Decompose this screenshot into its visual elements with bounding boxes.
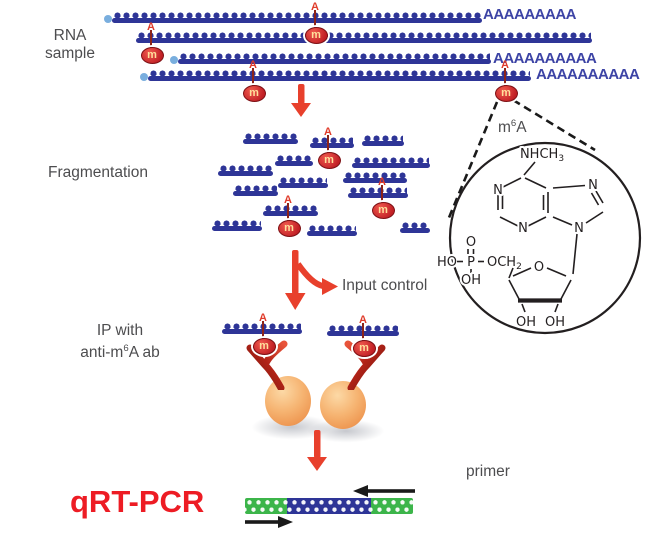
rna-fragment [310,137,354,148]
rna-sample-label: RNA sample [45,27,95,62]
m6a-stem [252,68,254,87]
rna-fragment [348,187,408,198]
hydroxyl-label: HO [437,255,457,270]
rna-fragment [263,205,318,216]
m6a-stem [150,30,152,49]
m6a-stem [287,203,289,222]
rna-strand [170,53,491,64]
rna-fragment [400,222,430,233]
hydroxyl-label: OH [461,273,481,288]
m6a-chemical-structure: NHCH3 N N N N O HO P OCH2 OH O [435,98,642,335]
adenosine-a-label: A [378,176,386,188]
m6a-stem [314,10,316,29]
five-prime-cap-icon [104,15,112,23]
five-prime-cap-icon [140,73,148,81]
m6a-stem [504,68,506,87]
methyl-badge: m [317,152,341,169]
anti-m6a-antibody-icon [246,340,288,390]
adenosine-a-label: A [311,1,319,13]
methyl-badge: m [371,202,395,219]
nitrogen-label: N [588,178,598,193]
adenosine-a-label: A [359,314,367,326]
hydroxyl-label: OH [516,315,536,330]
methyl-badge: m [494,85,518,102]
m6a-stem [262,321,264,340]
adenosine-a-label: A [147,21,155,33]
adenosine-a-label: A [324,126,332,138]
five-prime-cap-icon [170,56,178,64]
rna-fragment [275,155,313,166]
methyl-badge: m [277,220,301,237]
fragmentation-label: Fragmentation [48,164,148,181]
rna-fragment [362,135,404,146]
rna-fragment [352,157,430,168]
down-arrow-with-branch-icon [285,250,338,310]
polya-tail: AAAAAAAAAA [493,50,597,67]
polya-tail: AAAAAAAAA [483,6,577,23]
down-arrow-icon [307,430,327,471]
hydroxyl-label: OH [545,315,565,330]
ring-oxygen-label: O [534,260,544,275]
rna-fragment [212,220,262,231]
rna-strand [136,32,592,43]
methyl-badge: m [304,27,328,44]
magnetic-bead [320,381,366,429]
down-arrow-icon [291,84,311,117]
reverse-primer-arrow-icon [353,485,415,497]
methyl-badge: m [140,47,164,64]
adenosine-a-label: A [259,312,267,324]
input-control-label: Input control [342,277,428,294]
nitrogen-label: N [518,221,528,236]
polya-tail: AAAAAAAAAA [536,66,640,83]
rna-fragment [343,172,407,183]
rna-fragment [307,225,357,236]
ds-dna-amplicon [245,498,413,514]
nitrogen-label: N [493,183,503,198]
callout-dash-line [446,101,499,221]
m6a-label: m6A [498,118,527,137]
nitrogen-label: N [574,221,584,236]
m6a-stem [327,135,329,154]
m6a-stem [381,185,383,204]
phosphorus-label: P [467,255,475,270]
rna-fragment [233,185,278,196]
ip-label: IP with anti-m6A ab [80,322,160,362]
m6a-stem [362,323,364,342]
methyl-badge: m [242,85,266,102]
rna-strand [104,12,482,23]
oxygen-label: O [466,235,476,250]
rna-fragment [278,177,328,188]
methyl-badge: m [252,338,276,355]
qrt-pcr-label: qRT-PCR [70,484,205,519]
adenosine-a-label: A [501,59,509,71]
och2-label: OCH2 [487,255,522,272]
magnetic-bead [265,376,311,426]
forward-primer-arrow-icon [245,516,293,528]
rna-strand [140,70,531,81]
amine-group-label: NHCH3 [520,147,564,164]
primer-label: primer [466,463,510,480]
callout-dash-line [512,98,596,152]
rna-fragment [218,165,273,176]
rna-fragment [243,133,298,144]
structure-circle [448,141,642,335]
methyl-badge: m [352,340,376,357]
adenosine-a-label: A [249,59,257,71]
adenosine-a-label: A [284,194,292,206]
